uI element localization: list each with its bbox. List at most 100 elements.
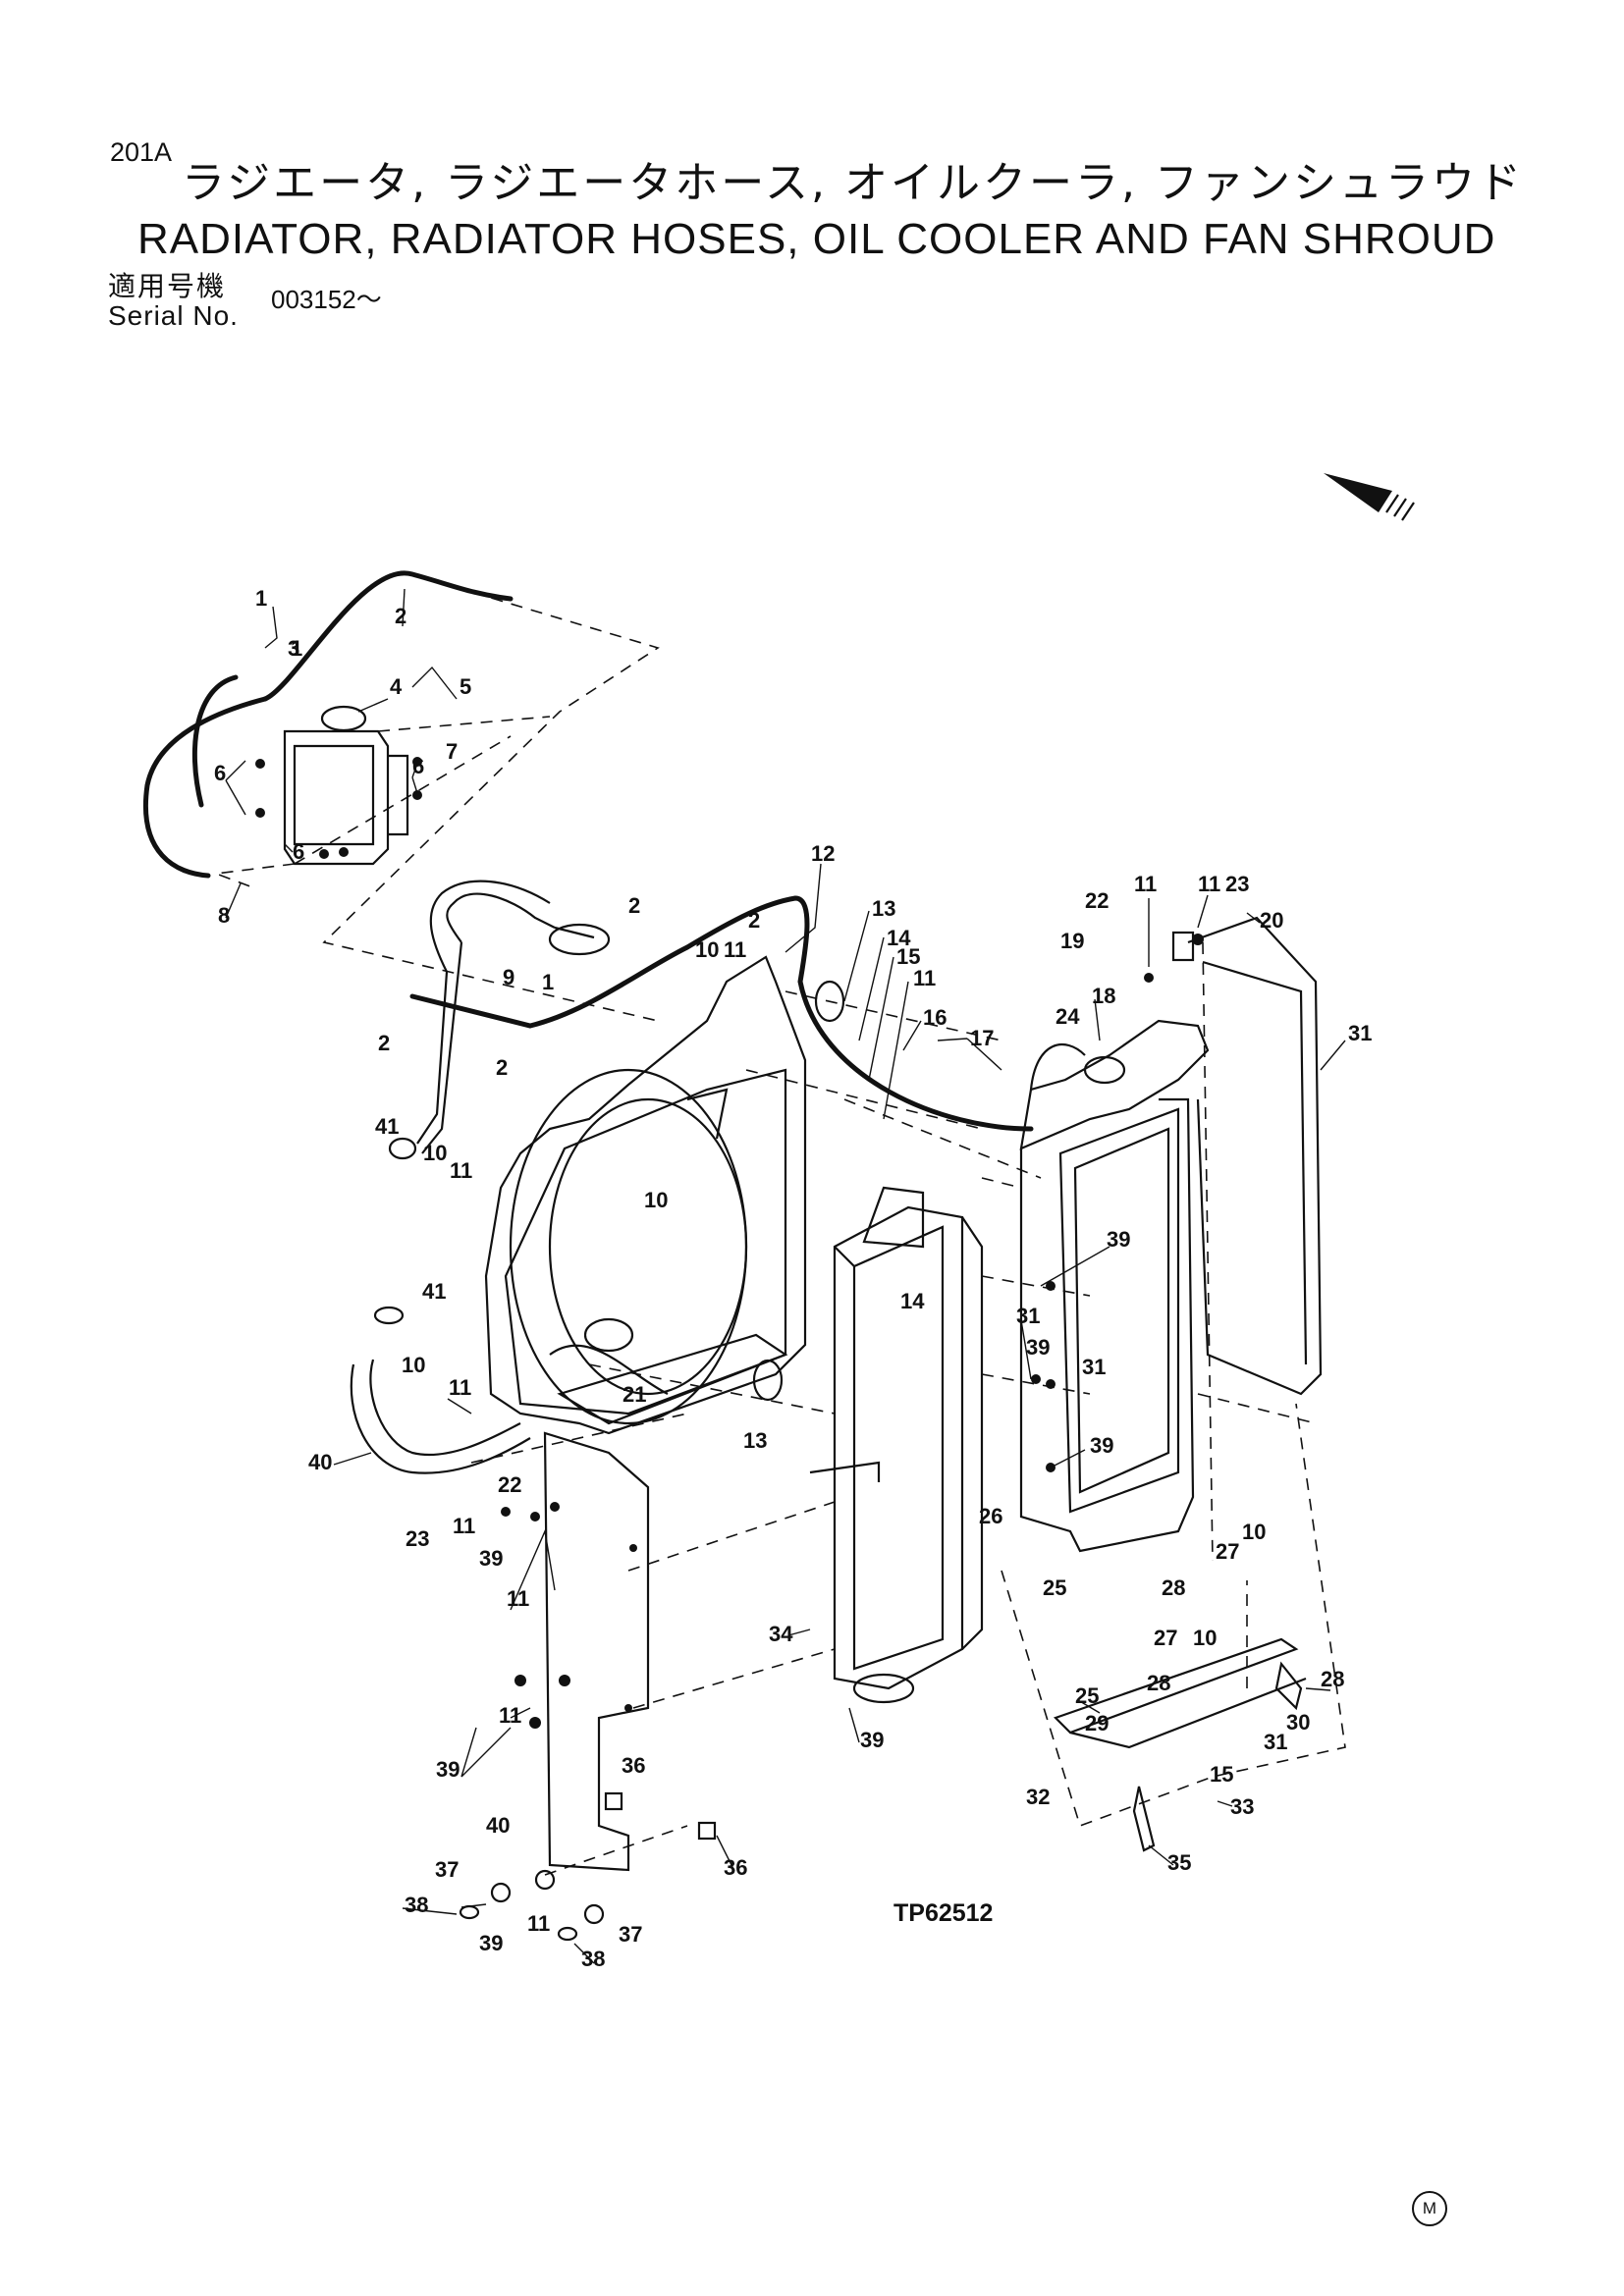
reservoir-hose [143, 696, 268, 879]
callout: 33 [1230, 1794, 1254, 1819]
callout: 22 [1085, 888, 1109, 913]
callout: 35 [1167, 1850, 1191, 1875]
callout-labels: 1 2 3 1 4 5 6 7 6 6 8 2 2 9 1 2 2 12 13 … [214, 586, 1372, 1971]
callout: 10 [423, 1141, 447, 1165]
callout: 30 [1286, 1710, 1310, 1735]
callout: 16 [923, 1005, 947, 1030]
callout: 11 [1198, 872, 1220, 896]
callout: 38 [405, 1893, 428, 1917]
callout: 6 [412, 754, 424, 778]
callout: 27 [1216, 1539, 1239, 1564]
callout: 31 [1264, 1730, 1287, 1754]
reservoir-tank [255, 705, 422, 866]
callout: 25 [1043, 1575, 1066, 1600]
callout: 36 [622, 1753, 645, 1778]
callout: 39 [1107, 1227, 1130, 1252]
callout: 17 [970, 1026, 994, 1050]
callout: 10 [1242, 1520, 1266, 1544]
callout: 1 [291, 636, 302, 661]
callout: 14 [900, 1289, 925, 1313]
callout: 28 [1321, 1667, 1344, 1691]
callout: 23 [406, 1526, 429, 1551]
callout: 39 [436, 1757, 460, 1782]
callout: 28 [1162, 1575, 1185, 1600]
callout: 29 [1085, 1711, 1109, 1735]
callout: 21 [623, 1382, 646, 1407]
callout: 39 [860, 1728, 884, 1752]
callout: 1 [542, 970, 554, 994]
callout: 24 [1056, 1004, 1080, 1029]
callout: 11 [913, 966, 936, 990]
callout: 27 [1154, 1626, 1177, 1650]
callout: 11 [499, 1703, 521, 1728]
callout: 8 [218, 903, 230, 928]
callout: 28 [1147, 1671, 1170, 1695]
callout: 31 [1016, 1304, 1040, 1328]
callout: 3 [288, 636, 299, 661]
callout: 5 [460, 674, 471, 699]
oil-cooler [809, 1205, 984, 1704]
callout: 20 [1260, 908, 1283, 933]
callout: 11 [453, 1514, 475, 1538]
callout: 13 [872, 896, 895, 921]
callout: 32 [1026, 1785, 1050, 1809]
corner-mark-icon: M [1412, 2191, 1447, 2226]
callout: 9 [503, 965, 514, 989]
callout: 37 [619, 1922, 642, 1947]
title-english: RADIATOR, RADIATOR HOSES, OIL COOLER AND… [137, 215, 1496, 263]
side-plate [1187, 916, 1323, 1396]
callout: 14 [887, 926, 911, 950]
callout: 23 [1225, 872, 1249, 896]
side-bracket [543, 1431, 650, 1872]
callout: 39 [1090, 1433, 1113, 1458]
callout: 2 [628, 893, 640, 918]
overflow-hose-inner [191, 674, 239, 808]
callout: 40 [308, 1450, 332, 1474]
callout: 26 [979, 1504, 1002, 1528]
title-japanese: ラジエータ, ラジエータホース, オイルクーラ, ファンシュラウド [182, 158, 1524, 208]
callout: 13 [743, 1428, 767, 1453]
serial-label-english: Serial No. [108, 300, 239, 331]
drawing-reference: TP62512 [893, 1899, 994, 1927]
callout: 11 [450, 1158, 472, 1183]
callout: 12 [811, 841, 835, 866]
callout: 11 [449, 1375, 471, 1400]
callout: 7 [446, 739, 458, 764]
callout: 10 [1193, 1626, 1217, 1650]
callout: 31 [1082, 1355, 1106, 1379]
callout: 34 [769, 1622, 793, 1646]
radiator-core [1019, 1019, 1210, 1553]
callout: 39 [479, 1931, 503, 1955]
callout: 39 [479, 1546, 503, 1571]
callout: 15 [896, 944, 920, 969]
callout: 2 [378, 1031, 390, 1055]
serial-number: 003152～ [271, 285, 382, 314]
callout: 6 [214, 761, 226, 785]
under-cover [1053, 1637, 1299, 1735]
callout: 40 [486, 1813, 510, 1838]
callout: 37 [435, 1857, 459, 1882]
callout: 2 [496, 1055, 508, 1080]
callout: 4 [390, 674, 403, 699]
callout: 1 [255, 586, 267, 611]
callout: 39 [1026, 1335, 1050, 1360]
callout: 41 [375, 1114, 399, 1139]
callout: 19 [1060, 929, 1084, 953]
callout: 6 [293, 839, 304, 864]
callout: 36 [724, 1855, 747, 1880]
callout: 41 [422, 1279, 446, 1304]
callout: 11 [1134, 872, 1157, 896]
callout: 11 [724, 937, 746, 962]
serial-label-japanese: 適用号機 [108, 270, 227, 302]
callout: 38 [581, 1947, 605, 1971]
callout: 11 [527, 1911, 550, 1936]
fan-shroud [484, 955, 807, 1435]
callout: 2 [748, 908, 760, 933]
page-code: 201A [110, 137, 173, 167]
callout: 2 [395, 604, 406, 628]
callout: 25 [1075, 1683, 1099, 1708]
callout: 22 [498, 1472, 521, 1497]
callout: 11 [507, 1586, 529, 1611]
callout: 10 [402, 1353, 425, 1377]
